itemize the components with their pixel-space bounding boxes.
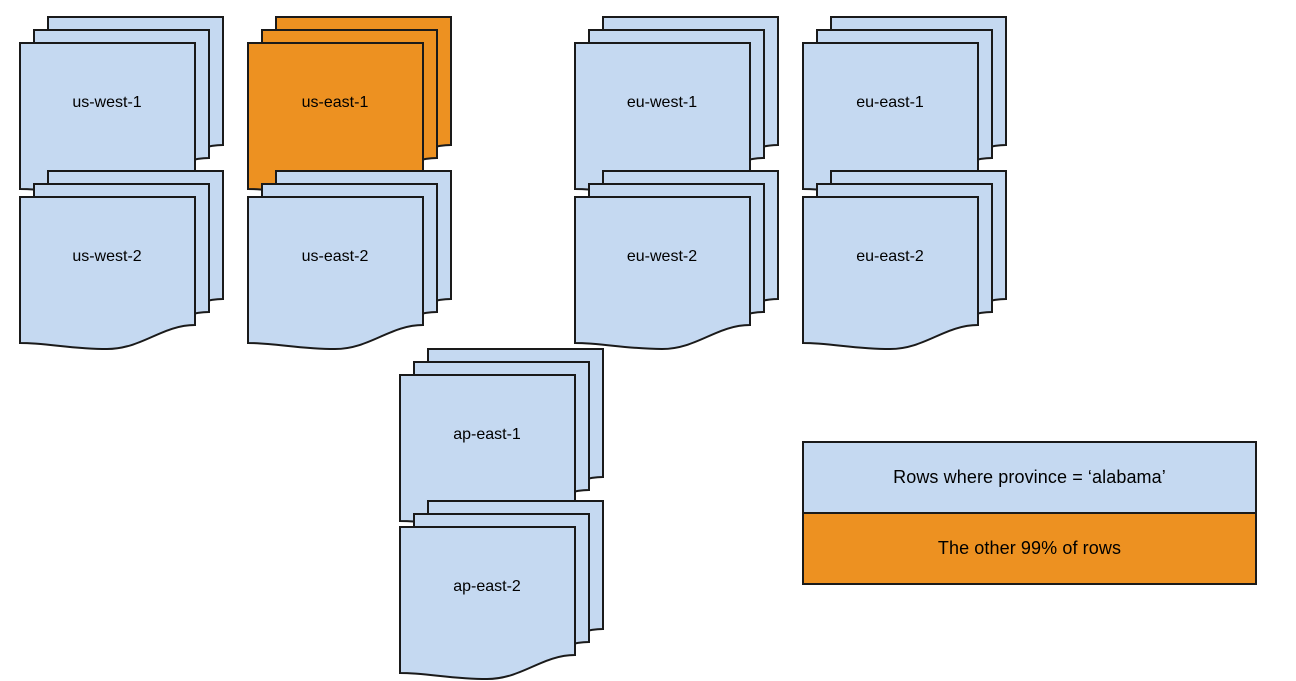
document-sheet-front: [399, 526, 576, 681]
document-stack-label-ap-east-1: ap-east-1: [453, 426, 521, 443]
document-stack-us-east-2[interactable]: us-east-2: [247, 170, 458, 351]
legend-row-legend-orange: The other 99% of rows: [804, 514, 1255, 583]
document-sheet-front: [247, 196, 424, 351]
document-stack-ap-east-2[interactable]: ap-east-2: [399, 500, 610, 681]
document-stack-label-us-east-2: us-east-2: [302, 248, 369, 265]
document-stack-us-east-1[interactable]: us-east-1: [247, 16, 458, 197]
document-stack-eu-east-2[interactable]: eu-east-2: [802, 170, 1013, 351]
document-stack-label-us-west-2: us-west-2: [72, 248, 141, 265]
legend-label-legend-orange: The other 99% of rows: [937, 538, 1122, 558]
document-stack-label-ap-east-2: ap-east-2: [453, 578, 521, 595]
document-sheet-front: [802, 196, 979, 351]
document-stack-label-us-east-1: us-east-1: [302, 94, 369, 111]
document-stack-ap-east-1[interactable]: ap-east-1: [399, 348, 610, 529]
document-stack-label-eu-east-1: eu-east-1: [856, 94, 924, 111]
document-stack-eu-west-2[interactable]: eu-west-2: [574, 170, 785, 351]
document-sheet-front: [19, 196, 196, 351]
document-stack-us-west-2[interactable]: us-west-2: [19, 170, 230, 351]
document-sheet-front: [574, 196, 751, 351]
document-stack-label-us-west-1: us-west-1: [72, 94, 141, 111]
document-stack-label-eu-east-2: eu-east-2: [856, 248, 924, 265]
legend-label-legend-blue: Rows where province = ‘alabama’: [893, 467, 1166, 487]
legend: Rows where province = ‘alabama’ The other…: [802, 441, 1257, 585]
document-stack-eu-east-1[interactable]: eu-east-1: [802, 16, 1013, 197]
legend-row-legend-blue: Rows where province = ‘alabama’: [804, 443, 1255, 514]
document-stack-label-eu-west-2: eu-west-2: [627, 248, 697, 265]
document-stack-label-eu-west-1: eu-west-1: [627, 94, 697, 111]
